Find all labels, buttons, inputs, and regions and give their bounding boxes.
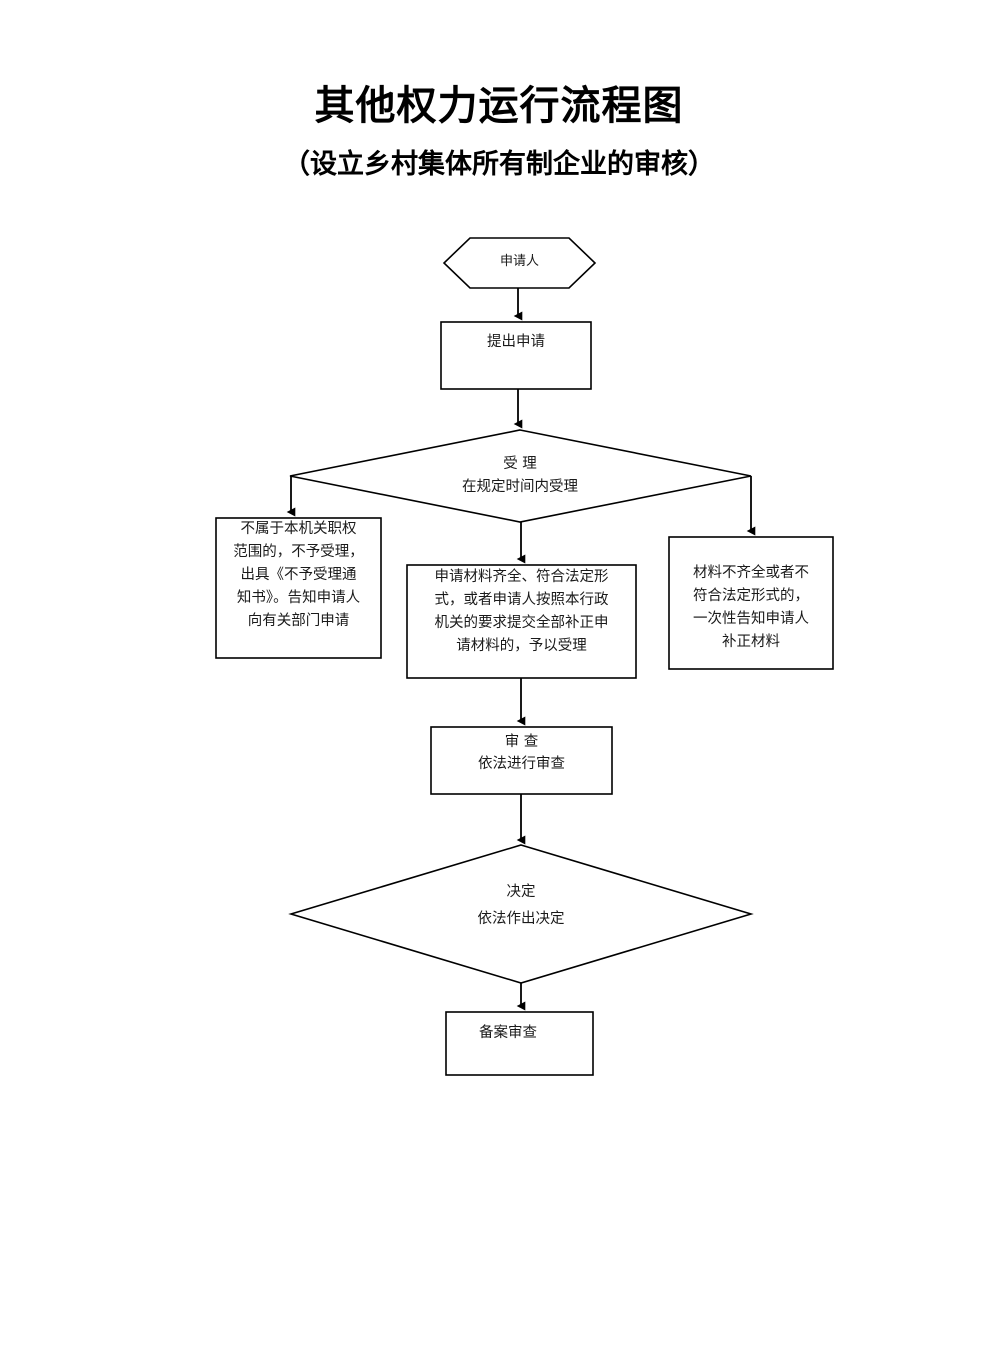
label-accept-ok: 申请材料齐全、符合法定形 式，或者申请人按照本行政 机关的要求提交全部补正申 请…	[434, 569, 609, 654]
label-reject-jurisdiction: 不属于本机关职权 范围的，不予受理， 出具《不予受理通 知书》。告知申请人 向有…	[233, 521, 364, 629]
shape-submit-rect	[440, 321, 592, 390]
label-applicant: 申请人	[499, 254, 539, 269]
label-record-review: 备案审查	[479, 1025, 537, 1041]
label-accept-line2: 在规定时间内受理	[462, 479, 578, 495]
page-title: 其他权力运行流程图	[314, 83, 684, 129]
label-review-line2: 依法进行审查	[478, 756, 565, 772]
shape-accept-diamond	[289, 429, 752, 523]
title-block: 其他权力运行流程图 （设立乡村集体所有制企业的审核）	[0, 82, 998, 182]
label-review-line1: 审 查	[504, 734, 539, 750]
label-decision-line1: 决定	[506, 884, 536, 900]
label-decision-line2: 依法作出决定	[477, 911, 565, 927]
shape-applicant-hexagon	[442, 237, 597, 289]
shape-reject-jurisdiction-rect	[215, 517, 382, 659]
shape-record-review-rect	[445, 1011, 594, 1076]
shape-need-supplement-rect	[668, 536, 834, 670]
label-submit: 提出申请	[487, 334, 545, 350]
page-subtitle: （设立乡村集体所有制企业的审核）	[283, 149, 715, 180]
label-accept-line1: 受 理	[503, 456, 537, 472]
label-need-supplement: 材料不齐全或者不 符合法定形式的， 一次性告知申请人 补正材料	[693, 565, 809, 650]
